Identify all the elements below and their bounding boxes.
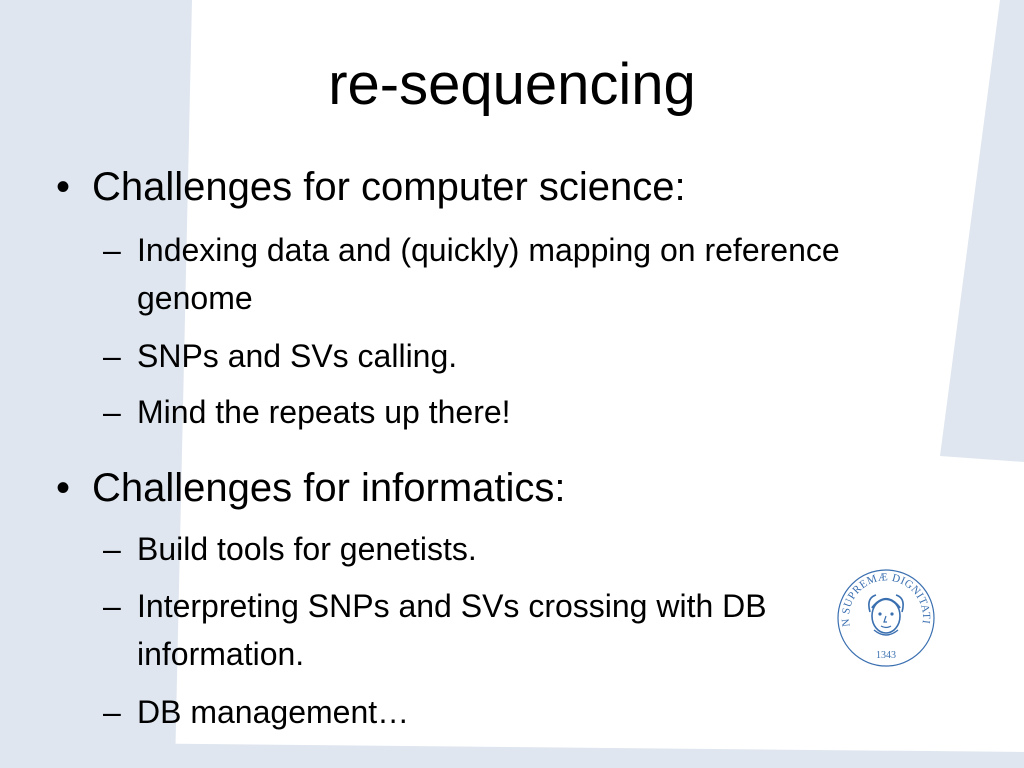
dash-mark: – [103, 531, 121, 567]
bullet-mark: • [56, 466, 71, 510]
sub-bullet-text: DB management… [137, 694, 410, 730]
bullet-mark: • [56, 165, 71, 209]
sub-bullet-text: Interpreting SNPs and SVs crossing with … [137, 588, 767, 672]
dash-mark: – [103, 694, 121, 730]
sub-bullet-text: SNPs and SVs calling. [137, 338, 458, 374]
sub-bullet-text: Build tools for genetists. [137, 531, 477, 567]
section-heading: Challenges for informatics: [92, 466, 566, 510]
slide-title: re-sequencing [328, 52, 696, 117]
sub-bullet-text: Indexing data and (quickly) mapping on r… [137, 232, 840, 316]
dash-mark: – [103, 232, 121, 268]
sub-bullet-text: Mind the repeats up there! [137, 394, 511, 430]
seal-year: 1343 [876, 650, 896, 661]
dash-mark: – [103, 338, 121, 374]
section-heading: Challenges for computer science: [92, 165, 686, 209]
right-band [940, 0, 1024, 462]
dash-mark: – [103, 588, 121, 624]
left-band [0, 0, 192, 768]
dash-mark: – [103, 394, 121, 430]
bottom-band [0, 742, 1024, 768]
university-seal-icon: IN SUPREMÆ DIGNITATIS 1343 [836, 568, 935, 667]
